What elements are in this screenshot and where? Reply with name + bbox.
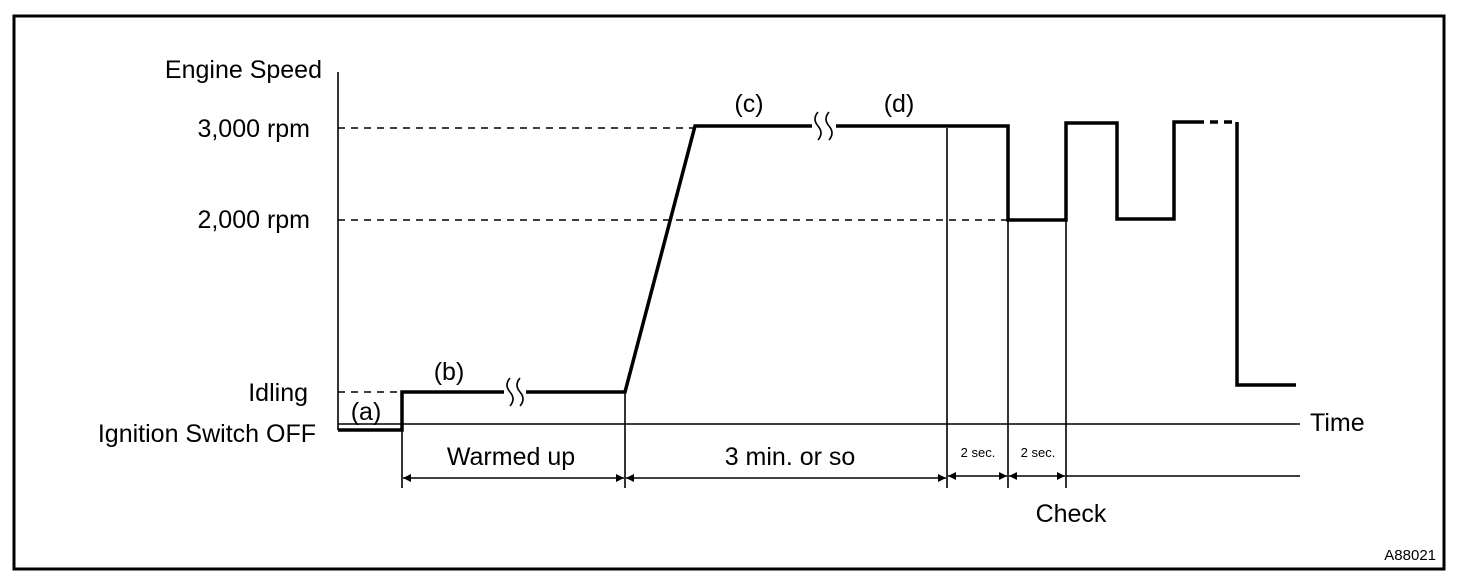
level-label-2000: 2,000 rpm: [197, 206, 310, 234]
interval-label-two-sec-2: 2 sec.: [1021, 445, 1056, 460]
level-label-3000: 3,000 rpm: [197, 115, 310, 143]
level-label-ignition-off: Ignition Switch OFF: [98, 420, 316, 448]
break-mark-c: [812, 111, 836, 141]
break-mark-b: [504, 377, 526, 407]
phase-label-b: (b): [434, 358, 465, 386]
interval-label-two-sec-1: 2 sec.: [961, 445, 996, 460]
phase-label-c: (c): [734, 90, 763, 118]
x-axis-title: Time: [1310, 409, 1365, 437]
engine-speed-trace: [338, 120, 1196, 432]
figure-frame: [12, 14, 1446, 571]
level-label-idling: Idling: [248, 379, 308, 407]
phase-label-a: (a): [351, 398, 382, 426]
interval-label-check: Check: [1036, 500, 1107, 528]
y-axis-title: Engine Speed: [165, 56, 322, 84]
figure-reference: A88021: [1384, 547, 1436, 564]
engine-speed-trace-final: [1235, 122, 1296, 387]
phase-label-d: (d): [884, 90, 915, 118]
interval-label-warmed-up: Warmed up: [447, 443, 575, 471]
interval-label-three-min: 3 min. or so: [725, 443, 856, 471]
